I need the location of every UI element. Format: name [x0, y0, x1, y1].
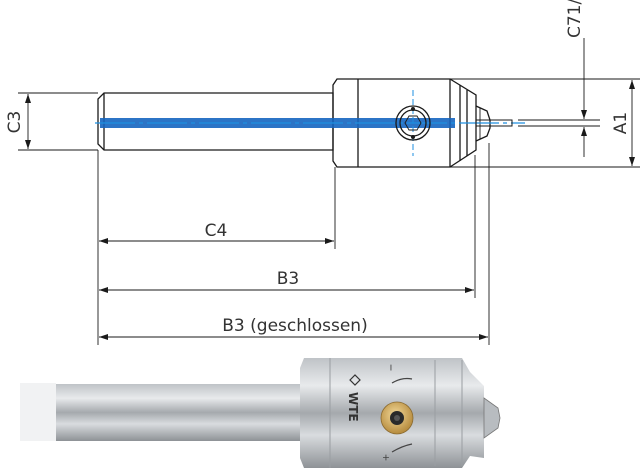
dimension-c3: C3	[5, 92, 98, 151]
brand-logo: WTE	[346, 392, 360, 422]
tool-bit	[475, 119, 513, 127]
label-c4: C4	[205, 221, 228, 241]
label-b3-closed: B3 (geschlossen)	[222, 316, 367, 336]
label-c3: C3	[5, 111, 25, 134]
plus-symbol: +	[379, 454, 393, 461]
dimension-c4: C4	[99, 221, 334, 244]
minus-symbol: −	[384, 364, 398, 371]
dimension-b3-closed: B3 (geschlossen)	[99, 316, 488, 340]
label-a1: A1	[611, 112, 631, 134]
dimension-b3: B3	[99, 269, 474, 293]
dimension-c71-c72: C71/C72	[565, 0, 587, 157]
adjustment-dial	[395, 90, 431, 156]
product-photo: WTE − +	[20, 358, 501, 468]
label-b3: B3	[277, 269, 299, 289]
dimension-a1: A1	[448, 78, 640, 168]
label-c71-c72: C71/C72	[565, 0, 585, 38]
